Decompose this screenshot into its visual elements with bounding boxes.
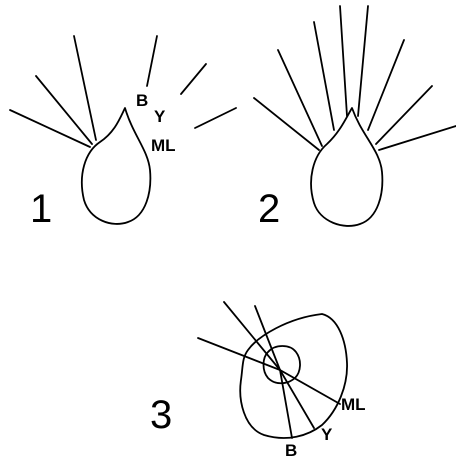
label-b: B (136, 91, 148, 110)
panel-2-drop-shape (311, 108, 382, 226)
panel-1: B Y ML 1 (10, 36, 236, 231)
label-ml: ML (151, 136, 176, 155)
panel-3: 3 B Y ML (150, 302, 366, 460)
ray (358, 6, 368, 116)
panel-2: 2 (254, 6, 456, 231)
ray (147, 36, 157, 86)
panel-3-outer-shape (240, 314, 347, 438)
panel-1-rays (10, 36, 236, 147)
label-b: B (285, 441, 297, 460)
panel-number: 2 (258, 187, 280, 231)
panel-3-rays (198, 302, 340, 438)
ray (36, 76, 92, 144)
label-ml: ML (341, 395, 366, 414)
ray (368, 40, 404, 130)
label-y: Y (321, 425, 333, 444)
ray (74, 36, 96, 140)
ray (254, 98, 319, 150)
panel-2-rays (254, 6, 456, 150)
panel-number: 1 (30, 187, 52, 231)
ray (181, 64, 206, 94)
panel-number: 3 (150, 393, 172, 437)
label-y: Y (154, 107, 166, 126)
ray (195, 108, 236, 128)
ray (314, 22, 334, 130)
ray (278, 50, 322, 146)
ray (10, 110, 90, 147)
ray (340, 6, 347, 116)
